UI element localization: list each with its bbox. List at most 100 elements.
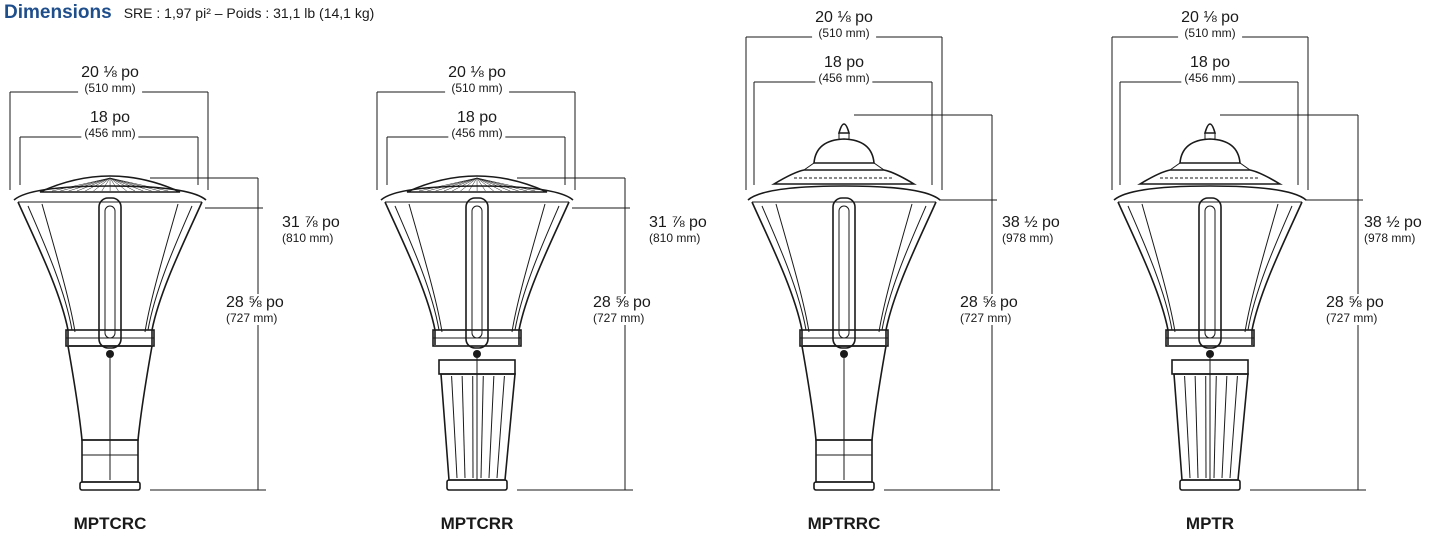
- base-flute: [1213, 375, 1217, 479]
- dome-rib: [60, 177, 111, 192]
- fixture-line-drawing: [9, 91, 266, 491]
- roof-band: [802, 162, 886, 171]
- overall-height-metric: (978 mm): [1364, 230, 1416, 245]
- dome-rib: [68, 177, 111, 192]
- upper-roof: [1179, 138, 1241, 164]
- knob: [840, 350, 848, 358]
- page-header: Dimensions SRE : 1,97 pi² – Poids : 31,1…: [4, 2, 374, 30]
- finial-collar: [838, 132, 850, 140]
- center-post: [98, 197, 122, 349]
- inner-width-imperial: 18 po: [89, 109, 131, 126]
- overall-height-dimension: 31 ⅞ po (810 mm): [647, 214, 709, 246]
- fixture-line-drawing: [745, 36, 1000, 491]
- dome-rib: [76, 177, 111, 192]
- base-flute: [496, 375, 505, 479]
- base-flute: [1229, 375, 1238, 479]
- base-flute: [1221, 375, 1228, 479]
- inner-width-dimension: 18 po (456 mm): [1181, 54, 1239, 85]
- left-arm-outer: [751, 201, 803, 345]
- dome-rib: [109, 177, 144, 192]
- inner-width-metric: (456 mm): [818, 70, 870, 85]
- dome-rib: [51, 177, 111, 192]
- body-height-metric: (727 mm): [960, 310, 1012, 325]
- overall-height-dimension: 31 ⅞ po (810 mm): [280, 214, 342, 246]
- dome-rib: [109, 177, 136, 192]
- body-height-imperial: 28 ⅝ po: [1326, 294, 1384, 311]
- base-flute: [480, 375, 484, 479]
- finial: [1203, 123, 1217, 134]
- top-rim: [1113, 185, 1307, 201]
- dome-rib: [101, 177, 111, 192]
- outer-width-dimension: 20 ⅛ po (510 mm): [812, 9, 876, 40]
- dome-rib: [93, 177, 111, 192]
- left-arm-outer: [17, 201, 69, 345]
- left-arm-outer: [384, 201, 436, 345]
- dome-rib: [109, 177, 127, 192]
- base-foot: [79, 481, 141, 491]
- inner-width-imperial: 18 po: [456, 109, 498, 126]
- center-post-inner: [471, 205, 483, 339]
- dome-rib: [476, 177, 536, 192]
- dome-rib: [109, 177, 152, 192]
- right-arm-inner: [881, 205, 927, 331]
- outer-width-imperial: 20 ⅛ po: [448, 64, 506, 81]
- left-arm-inner: [27, 205, 73, 331]
- dome-rib: [109, 177, 119, 192]
- outer-width-dimension: 20 ⅛ po (510 mm): [445, 64, 509, 95]
- finial: [837, 123, 851, 134]
- center-post-inner: [1204, 205, 1216, 339]
- left-panel-line: [41, 203, 76, 333]
- outer-width-metric: (510 mm): [84, 80, 136, 95]
- dome-rib: [443, 177, 478, 192]
- outer-width-metric: (510 mm): [451, 80, 503, 95]
- inner-width-dimension: 18 po (456 mm): [81, 109, 139, 140]
- model-label: MPTCRC: [73, 514, 147, 533]
- right-arm-inner: [514, 205, 560, 331]
- dome-rib: [85, 177, 111, 192]
- dome-rib: [452, 177, 478, 192]
- inner-width-dimension: 18 po (456 mm): [815, 54, 873, 85]
- left-panel-line: [1141, 203, 1176, 333]
- top-rim: [747, 185, 941, 201]
- overall-height-dimension: 38 ½ po (978 mm): [1362, 214, 1424, 246]
- right-panel-line: [511, 203, 546, 333]
- left-arm-outer: [1117, 201, 1169, 345]
- knob: [106, 350, 114, 358]
- body-height-imperial: 28 ⅝ po: [593, 294, 651, 311]
- fixture-line-drawing: [376, 91, 633, 491]
- fixture-drawing-mptcrr: 20 ⅛ po (510 mm) 18 po (456 mm) 31 ⅞ po …: [367, 0, 730, 548]
- overall-height-dimension: 38 ½ po (978 mm): [1000, 214, 1062, 246]
- right-arm-outer: [518, 201, 570, 345]
- upper-roof: [813, 138, 875, 164]
- base-flute: [1184, 375, 1191, 479]
- inner-width-metric: (456 mm): [1184, 70, 1236, 85]
- left-arm-inner: [1127, 205, 1173, 331]
- base-foot: [446, 479, 508, 491]
- inner-width-imperial: 18 po: [823, 54, 865, 71]
- center-post: [465, 197, 489, 349]
- dome-rib: [109, 177, 169, 192]
- center-post: [832, 197, 856, 349]
- lower-roof: [771, 169, 917, 185]
- dome-rib: [476, 177, 511, 192]
- body-height-imperial: 28 ⅝ po: [960, 294, 1018, 311]
- outer-width-metric: (510 mm): [1184, 25, 1236, 40]
- fixture-drawing-mptrrc: 20 ⅛ po (510 mm) 18 po (456 mm) 38 ½ po …: [734, 0, 1097, 548]
- dome-rib: [476, 177, 519, 192]
- model-label: MPTR: [1185, 514, 1235, 533]
- overall-height-metric: (810 mm): [649, 230, 701, 245]
- body-height-metric: (727 mm): [1326, 310, 1378, 325]
- dome-rib: [476, 177, 486, 192]
- body-height-metric: (727 mm): [593, 310, 645, 325]
- right-panel-line: [878, 203, 913, 333]
- dome-rib: [460, 177, 478, 192]
- right-panel-line: [1244, 203, 1279, 333]
- spec-summary: SRE : 1,97 pi² – Poids : 31,1 lb (14,1 k…: [123, 5, 375, 21]
- body-height-imperial: 28 ⅝ po: [226, 294, 284, 311]
- dome-rib: [468, 177, 478, 192]
- right-panel-line: [144, 203, 179, 333]
- overall-height-imperial: 31 ⅞ po: [282, 214, 340, 231]
- knob: [473, 350, 481, 358]
- left-panel-line: [408, 203, 443, 333]
- outer-width-dimension: 20 ⅛ po (510 mm): [1178, 9, 1242, 40]
